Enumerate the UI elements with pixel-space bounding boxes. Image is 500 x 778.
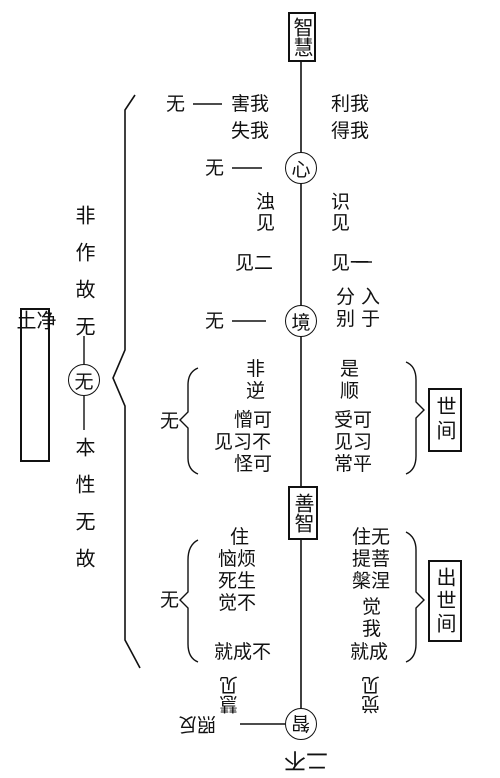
jing-right-1: 分入 xyxy=(336,286,387,308)
r2-left-1: 浊 xyxy=(256,191,276,213)
chushijian-label: 出世间 xyxy=(433,566,457,636)
lower-vertical-text: 本性无故 xyxy=(72,437,96,585)
bottom-left-flip: 慧见 xyxy=(219,676,241,714)
bottom-right-flip: 觉见 xyxy=(361,676,383,714)
jingtu-box: 净土 xyxy=(13,308,57,462)
r5-right-6: 就成 xyxy=(350,641,389,663)
r2-right-2: 见 xyxy=(331,212,351,234)
erbu-text: 二不 xyxy=(284,747,329,772)
r4-right-2: 顺 xyxy=(340,380,360,402)
r1-wu: 无 xyxy=(166,93,186,115)
r5-right-3: 槃涅 xyxy=(352,570,391,592)
shijian-label: 世间 xyxy=(433,396,457,444)
top-box-zhihui: 智慧 xyxy=(288,12,316,62)
zhi-circle: 智 xyxy=(285,708,317,740)
brace-chushijian-left xyxy=(179,539,199,663)
r1-left-2: 失我 xyxy=(231,120,270,142)
jing-circle: 境 xyxy=(285,305,317,337)
chushijian-box: 出世间 xyxy=(428,560,462,642)
shanzhi-box: 善智 xyxy=(288,486,318,540)
r5-wu: 无 xyxy=(160,589,180,611)
r5-right-4: 觉 xyxy=(362,596,382,618)
r5-left-1: 住 xyxy=(230,526,250,548)
brace-chushijian-right xyxy=(405,531,425,663)
r5-right-1: 住无 xyxy=(352,526,391,548)
r4-right-1: 是 xyxy=(340,358,360,380)
jing-wu: 无 xyxy=(205,310,225,332)
r5-right-2: 提菩 xyxy=(352,548,391,570)
jing-label: 境 xyxy=(291,311,311,334)
xin-circle: 心 xyxy=(285,152,317,184)
zhaofan-text: 照反 xyxy=(178,713,217,735)
brace-shijian-right xyxy=(405,361,425,475)
brace-shijian-left xyxy=(179,367,199,475)
big-brace xyxy=(112,94,141,669)
r4-right-4: 见习 xyxy=(334,431,373,453)
upper-vertical-text: 非作故无 xyxy=(72,205,96,353)
jing-right-2: 别于 xyxy=(336,308,387,330)
shijian-box: 世间 xyxy=(428,388,462,452)
top-box-label: 智慧 xyxy=(290,17,314,57)
r2-right-1: 识 xyxy=(331,191,351,213)
xin-label: 心 xyxy=(291,158,311,181)
zhi-label: 智 xyxy=(291,711,311,734)
r4-left-4: 见习不 xyxy=(214,431,272,453)
xin-wu: 无 xyxy=(205,157,225,179)
r4-left-3: 憎可 xyxy=(234,409,273,431)
jingtu-label: 净土 xyxy=(13,310,57,390)
left-wu-label: 无 xyxy=(74,370,94,393)
r5-left-3: 死生 xyxy=(218,570,257,592)
r4-right-3: 受可 xyxy=(334,409,373,431)
r4-right-5: 常平 xyxy=(334,453,373,475)
left-wu-circle: 无 xyxy=(68,364,100,396)
r1-right-1: 利我 xyxy=(331,93,370,115)
r4-left-2: 逆 xyxy=(246,380,266,402)
r5-right-5: 我 xyxy=(362,618,382,640)
r1-left-1: 害我 xyxy=(231,93,270,115)
shanzhi-label: 善智 xyxy=(291,493,315,533)
r2-left-2: 见 xyxy=(256,212,276,234)
r3-left: 见二 xyxy=(235,252,274,274)
r4-wu: 无 xyxy=(160,410,180,432)
r4-left-5: 怪可 xyxy=(234,453,273,475)
r3-right: 见一 xyxy=(331,252,370,274)
r5-left-4: 觉不 xyxy=(218,592,257,614)
r1-right-2: 得我 xyxy=(331,120,370,142)
r5-left-2: 恼烦 xyxy=(218,548,257,570)
r4-left-1: 非 xyxy=(246,358,266,380)
r5-left-6: 就成不 xyxy=(214,641,272,663)
